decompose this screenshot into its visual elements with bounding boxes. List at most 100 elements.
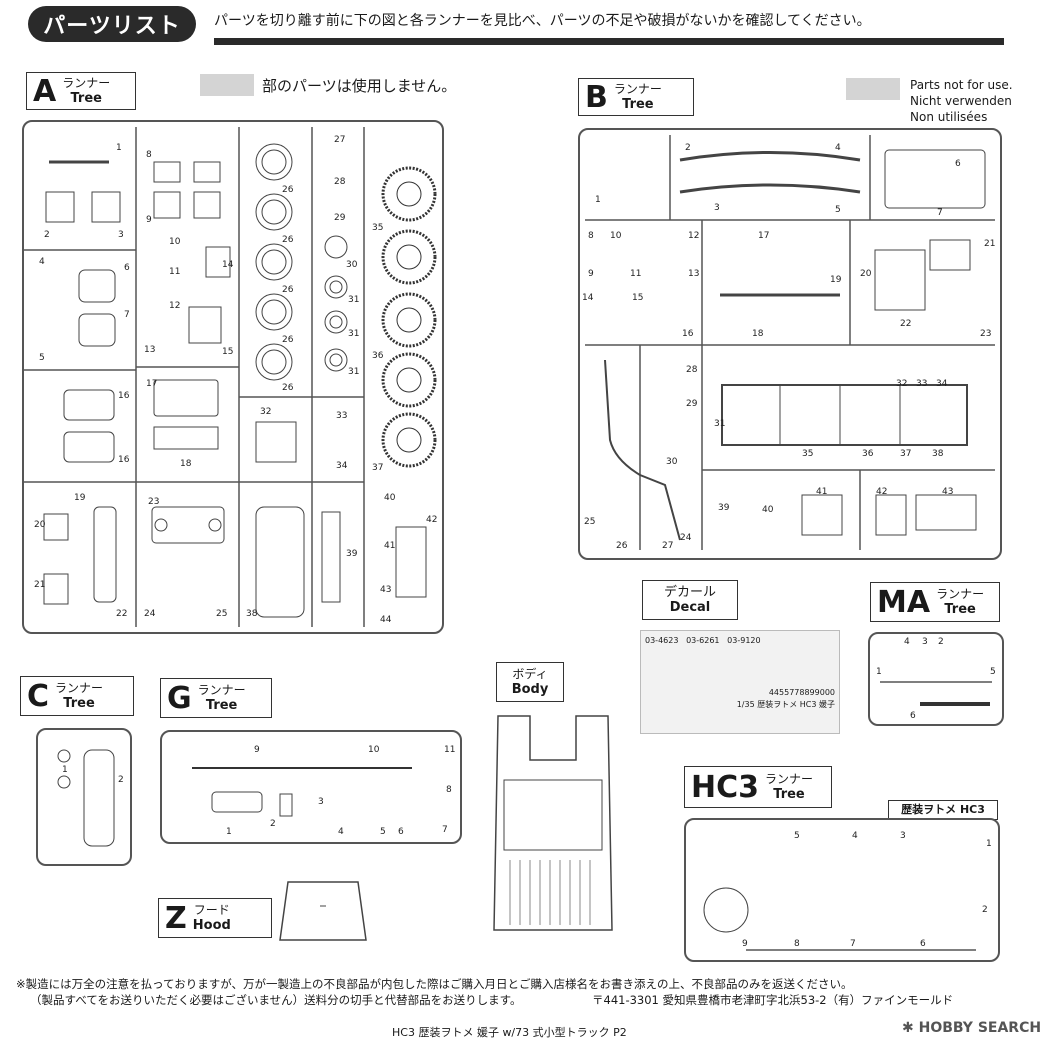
part-c1	[57, 749, 71, 763]
footer-product: HC3 歴装ヲトメ 媛子 w/73 式小型トラック P2	[392, 1026, 627, 1039]
runner-b-tag: B ランナー Tree	[578, 78, 694, 116]
label-a26e: 26	[282, 383, 294, 393]
footer-note-2: （製品すべてをお送りいただく必要はございません）送料分の切手と代替部品をお送りし…	[30, 993, 522, 1007]
part-a21	[43, 573, 69, 605]
watermark-text: HOBBY SEARCH	[918, 1020, 1042, 1036]
label-hc3-7: 7	[850, 939, 856, 949]
label-b35: 35	[802, 449, 813, 459]
part-a23-light-l	[154, 518, 168, 532]
legend-en: Parts not for use.	[910, 78, 1013, 92]
label-b38: 38	[932, 449, 944, 459]
label-b10: 10	[610, 231, 622, 241]
runner-c-letter: C	[27, 678, 50, 714]
label-a2: 2	[44, 230, 50, 240]
decal-code-3: 03-9120	[727, 636, 761, 645]
decal-ja: デカール	[663, 585, 716, 600]
watermark: ✱ HOBBY SEARCH	[902, 1020, 1041, 1036]
sprue-hc3-drawing: 1 2 3 4 5 6 7 8 9	[703, 831, 992, 951]
label-b29: 29	[686, 399, 698, 409]
label-hc3-1: 1	[986, 839, 992, 849]
decal-sheet: 03-4623 03-6261 03-9120 4455778899000 1/…	[640, 630, 840, 734]
part-a9b	[193, 191, 221, 219]
part-a16a	[63, 389, 115, 421]
label-a38: 38	[246, 609, 258, 619]
part-a9	[153, 191, 181, 219]
label-b18: 18	[752, 329, 764, 339]
body-tag: ボディ Body	[496, 662, 564, 702]
label-b21: 21	[984, 239, 995, 249]
label-b4: 4	[835, 143, 841, 153]
label-b27: 27	[662, 541, 673, 551]
body-en: Body	[511, 682, 549, 697]
label-b11: 11	[630, 269, 641, 279]
label-a9: 9	[146, 215, 152, 225]
part-a-wheels	[381, 166, 437, 468]
runner-b-letter: B	[585, 79, 608, 115]
part-b31	[721, 384, 968, 446]
legend-swatch-jp	[200, 74, 254, 96]
part-b24	[604, 359, 681, 541]
label-g7: 7	[442, 825, 448, 835]
label-a26c: 26	[282, 285, 294, 295]
part-a18	[153, 426, 219, 450]
label-a21: 21	[34, 580, 45, 590]
legend-multilang: Parts not for use. Nicht verwenden Non u…	[910, 77, 1013, 125]
runner-hc3-letter: HC3	[691, 769, 759, 805]
part-a42	[395, 526, 427, 598]
header-rule	[214, 38, 1004, 45]
part-a15	[188, 306, 222, 344]
label-g6: 6	[398, 827, 404, 837]
label-g11: 11	[444, 745, 455, 755]
hc3-brand: 歴装ヲトメ HC3	[888, 800, 998, 820]
label-b5: 5	[835, 205, 841, 215]
part-a16b	[63, 431, 115, 463]
label-a10: 10	[169, 237, 181, 247]
footer-note-1: ※製造には万全の注意を払っておりますが、万が一製造上の不良部品が内包した際はご購…	[16, 977, 853, 991]
label-b13: 13	[688, 269, 699, 279]
header-instruction: パーツを切り離す前に下の図と各ランナーを見比べ、パーツの不足や破損がないかを確認…	[214, 13, 871, 29]
part-c2	[83, 749, 115, 847]
label-c2: 2	[118, 775, 124, 785]
part-a31-group	[324, 235, 348, 372]
label-a22: 22	[116, 609, 127, 619]
part-b6	[884, 149, 986, 209]
label-b2: 2	[685, 143, 691, 153]
sprue-ma-drawing: 4 3 2 1 5 6	[876, 637, 996, 721]
label-b41: 41	[816, 487, 827, 497]
decal-caption: 1/35 歴装ヲトメ HC3 媛子	[736, 700, 835, 709]
runner-z-ja: フード	[193, 903, 230, 917]
runner-b-ja: ランナー	[613, 82, 662, 96]
runner-g-ja: ランナー	[197, 683, 246, 697]
label-ma3: 3	[922, 637, 928, 647]
label-a33: 33	[336, 411, 347, 421]
label-a4: 4	[39, 257, 45, 267]
label-a8: 8	[146, 150, 152, 160]
part-a6	[78, 269, 116, 303]
label-b30: 30	[666, 457, 678, 467]
part-b20	[874, 249, 926, 311]
part-a7	[78, 313, 116, 347]
label-a31a: 31	[348, 295, 359, 305]
runner-g-tag: G ランナー Tree	[160, 678, 272, 718]
label-c1: 1	[62, 765, 68, 775]
label-b7: 7	[937, 208, 943, 218]
label-a26a: 26	[282, 185, 294, 195]
label-g8: 8	[446, 785, 452, 795]
label-b15: 15	[632, 293, 643, 303]
label-b12: 12	[688, 231, 699, 241]
part-a38	[255, 506, 305, 618]
label-b28: 28	[686, 365, 698, 375]
label-b3: 3	[714, 203, 720, 213]
label-a24: 24	[144, 609, 156, 619]
sprue-c: 1 2	[36, 728, 132, 866]
label-a17: 17	[146, 379, 157, 389]
label-b6: 6	[955, 159, 961, 169]
part-b41	[801, 494, 843, 536]
part-a20	[43, 513, 69, 541]
label-b42: 42	[876, 487, 887, 497]
part-hc3-9	[703, 887, 749, 933]
label-a37: 37	[372, 463, 383, 473]
sprue-g-drawing: 1 2 3 4 5 6 7 8 9 10 11	[192, 745, 455, 837]
label-ma1: 1	[876, 667, 882, 677]
label-a44: 44	[380, 615, 392, 625]
